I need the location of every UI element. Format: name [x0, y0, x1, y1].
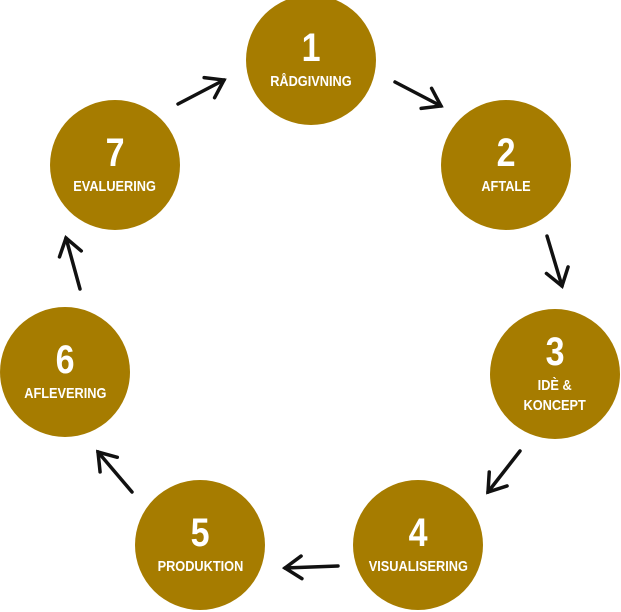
- step-number: 3: [545, 330, 565, 374]
- step-number: 1: [301, 26, 321, 70]
- step-label: EVALUERING: [73, 178, 157, 195]
- step-7-circle: 7 EVALUERING: [50, 100, 180, 230]
- step-6-circle: 6 AFLEVERING: [0, 307, 130, 437]
- step-number: 4: [408, 511, 428, 555]
- step-label: PRODUKTION: [157, 558, 243, 575]
- step-4-circle: 4 VISUALISERING: [353, 480, 483, 610]
- step-number: 7: [105, 131, 125, 175]
- arrow-icon: [176, 75, 227, 106]
- step-2-circle: 2 AFTALE: [441, 100, 571, 230]
- step-number: 2: [496, 131, 516, 175]
- step-3-circle: 3 IDÈ & KONCEPT: [490, 309, 620, 439]
- step-label: VISUALISERING: [368, 558, 468, 575]
- arrow-icon: [393, 80, 444, 111]
- step-label: AFTALE: [481, 178, 531, 195]
- arrow-icon: [281, 554, 340, 581]
- step-label: IDÈ & KONCEPT: [523, 377, 587, 414]
- step-number: 6: [55, 338, 75, 382]
- arrow-icon: [95, 449, 134, 494]
- step-label: AFLEVERING: [23, 385, 107, 402]
- step-number: 5: [190, 511, 210, 555]
- step-1-circle: 1 RÅDGIVNING: [246, 0, 376, 125]
- step-5-circle: 5 PRODUKTION: [135, 480, 265, 610]
- arrow-icon: [544, 234, 570, 289]
- arrow-icon: [57, 235, 84, 291]
- step-label: RÅDGIVNING: [270, 73, 352, 90]
- arrow-icon: [486, 449, 522, 495]
